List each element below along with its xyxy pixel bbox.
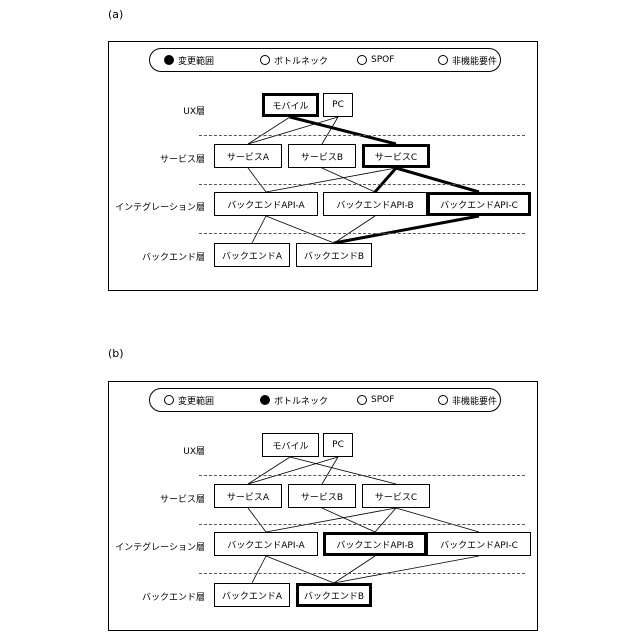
node-service-a: サービスA bbox=[214, 144, 282, 168]
edge-api_a-backend_a bbox=[252, 556, 266, 583]
legend-spof: SPOF bbox=[357, 54, 394, 66]
legend-a: 変更範囲 ボトルネック SPOF 非機能要件 bbox=[149, 48, 501, 72]
legend-nonfunctional: 非機能要件 bbox=[438, 54, 497, 66]
edge-service_c-api_c bbox=[396, 508, 479, 532]
layer-label-integration: インテグレーション層 bbox=[109, 540, 205, 553]
layer-label-integration: インテグレーション層 bbox=[109, 200, 205, 213]
node-service-b: サービスB bbox=[288, 484, 356, 508]
legend-bottleneck: ボトルネック bbox=[260, 54, 328, 66]
legend-label: ボトルネック bbox=[274, 394, 328, 407]
edge-mobile-service_c bbox=[290, 117, 396, 144]
edge-service_c-api_a bbox=[266, 508, 396, 532]
legend-label: 変更範囲 bbox=[178, 54, 214, 67]
edge-service_c-api_c bbox=[396, 168, 479, 192]
edge-mobile-service_a bbox=[248, 457, 290, 484]
layer-divider bbox=[199, 233, 525, 234]
edge-service_a-api_a bbox=[248, 508, 266, 532]
node-api-b: バックエンドAPI-B bbox=[323, 532, 427, 556]
circle-icon bbox=[438, 55, 448, 65]
circle-icon bbox=[357, 55, 367, 65]
layer-label-ux: UX層 bbox=[109, 104, 205, 117]
layer-divider bbox=[199, 475, 525, 476]
edge-mobile-service_c bbox=[290, 457, 396, 484]
edge-api_a-backend_b bbox=[266, 216, 334, 243]
node-api-a: バックエンドAPI-A bbox=[214, 532, 318, 556]
node-mobile: モバイル bbox=[262, 433, 319, 457]
legend-label: ボトルネック bbox=[274, 54, 328, 67]
circle-icon bbox=[438, 395, 448, 405]
node-backend-a: バックエンドA bbox=[214, 583, 290, 607]
edge-api_c-backend_b bbox=[334, 556, 479, 583]
legend-label: 非機能要件 bbox=[452, 394, 497, 407]
layer-label-backend: バックエンド層 bbox=[109, 250, 205, 263]
legend-change-scope: 変更範囲 bbox=[164, 54, 214, 66]
node-backend-b: バックエンドB bbox=[296, 583, 372, 607]
node-service-c: サービスC bbox=[362, 484, 430, 508]
legend-bottleneck: ボトルネック bbox=[260, 394, 328, 406]
panel-a-label: (a) bbox=[108, 8, 123, 21]
legend-b: 変更範囲 ボトルネック SPOF 非機能要件 bbox=[149, 388, 501, 412]
panel-b: 変更範囲 ボトルネック SPOF 非機能要件 UX層 サービス層 インテグレーシ… bbox=[108, 381, 538, 631]
layer-divider bbox=[199, 135, 525, 136]
panel-a: 変更範囲 ボトルネック SPOF 非機能要件 UX層 サービス層 インテグレーシ… bbox=[108, 41, 538, 291]
layer-label-backend: バックエンド層 bbox=[109, 590, 205, 603]
circle-icon bbox=[357, 395, 367, 405]
filled-circle-icon bbox=[164, 55, 174, 65]
legend-spof: SPOF bbox=[357, 394, 394, 406]
filled-circle-icon bbox=[260, 395, 270, 405]
legend-label: SPOF bbox=[371, 395, 394, 405]
node-backend-a: バックエンドA bbox=[214, 243, 290, 267]
node-service-b: サービスB bbox=[288, 144, 356, 168]
layer-divider bbox=[199, 524, 525, 525]
layer-divider bbox=[199, 184, 525, 185]
node-pc: PC bbox=[323, 433, 353, 457]
edge-api_a-backend_a bbox=[252, 216, 266, 243]
node-api-b: バックエンドAPI-B bbox=[323, 192, 427, 216]
node-backend-b: バックエンドB bbox=[296, 243, 372, 267]
node-service-a: サービスA bbox=[214, 484, 282, 508]
legend-label: 変更範囲 bbox=[178, 394, 214, 407]
circle-icon bbox=[164, 395, 174, 405]
legend-change-scope: 変更範囲 bbox=[164, 394, 214, 406]
layer-label-service: サービス層 bbox=[109, 492, 205, 505]
edge-api_a-backend_b bbox=[266, 556, 334, 583]
panel-b-label: (b) bbox=[108, 347, 124, 360]
edge-service_a-api_a bbox=[248, 168, 266, 192]
node-service-c: サービスC bbox=[362, 144, 430, 168]
legend-label: 非機能要件 bbox=[452, 54, 497, 67]
edge-mobile-service_a bbox=[248, 117, 290, 144]
node-mobile: モバイル bbox=[262, 93, 319, 117]
circle-icon bbox=[260, 55, 270, 65]
legend-nonfunctional: 非機能要件 bbox=[438, 394, 497, 406]
node-api-a: バックエンドAPI-A bbox=[214, 192, 318, 216]
edge-api_c-backend_b bbox=[334, 216, 479, 243]
layer-label-service: サービス層 bbox=[109, 152, 205, 165]
node-api-c: バックエンドAPI-C bbox=[427, 532, 531, 556]
node-api-c: バックエンドAPI-C bbox=[427, 192, 531, 216]
node-pc: PC bbox=[323, 93, 353, 117]
layer-divider bbox=[199, 573, 525, 574]
layer-label-ux: UX層 bbox=[109, 444, 205, 457]
legend-label: SPOF bbox=[371, 55, 394, 65]
